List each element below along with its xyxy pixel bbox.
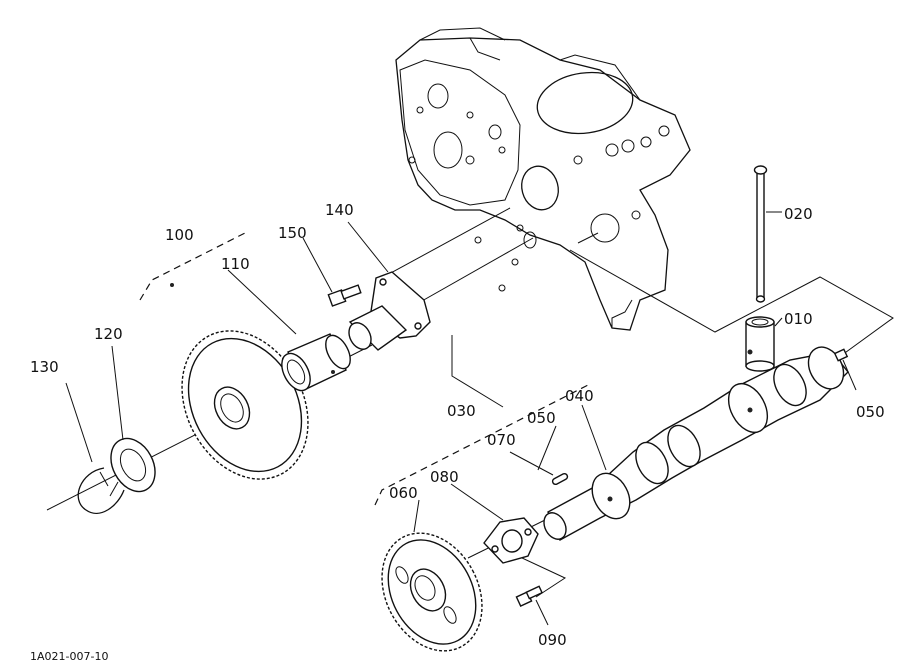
plug-right — [833, 348, 849, 362]
label-030: 030 — [447, 402, 476, 420]
label-050-left: 050 — [527, 409, 556, 427]
label-050-right: 050 — [856, 403, 885, 421]
circlip — [77, 467, 125, 514]
group-brackets — [139, 232, 589, 506]
bushing — [281, 333, 351, 392]
bolt-lower — [515, 585, 543, 607]
idle-gear-shaft — [348, 271, 431, 351]
label-100: 100 — [165, 226, 194, 244]
bolt-upper — [327, 284, 362, 307]
thrust-plate — [483, 517, 539, 564]
label-130: 130 — [30, 358, 59, 376]
drawing-code: 1A021-007-10 — [30, 650, 108, 663]
push-rod — [753, 165, 768, 303]
label-010: 010 — [784, 310, 813, 328]
label-150: 150 — [278, 224, 307, 242]
thrust-washer — [110, 437, 156, 493]
label-120: 120 — [94, 325, 123, 343]
leader-lines — [65, 211, 857, 626]
label-080: 080 — [430, 468, 459, 486]
part-labels: 010 020 030 040 050 050 060 070 080 090 … — [30, 201, 885, 649]
camshaft — [543, 346, 849, 541]
label-070: 070 — [487, 431, 516, 449]
label-110: 110 — [221, 255, 250, 273]
tappet — [745, 316, 775, 372]
label-020: 020 — [784, 205, 813, 223]
label-140: 140 — [325, 201, 354, 219]
label-090: 090 — [538, 631, 567, 649]
idle-gear — [170, 283, 309, 480]
label-040: 040 — [565, 387, 594, 405]
label-060: 060 — [389, 484, 418, 502]
feather-key — [551, 472, 569, 486]
cam-gear — [381, 532, 483, 652]
engine-block — [395, 27, 691, 331]
